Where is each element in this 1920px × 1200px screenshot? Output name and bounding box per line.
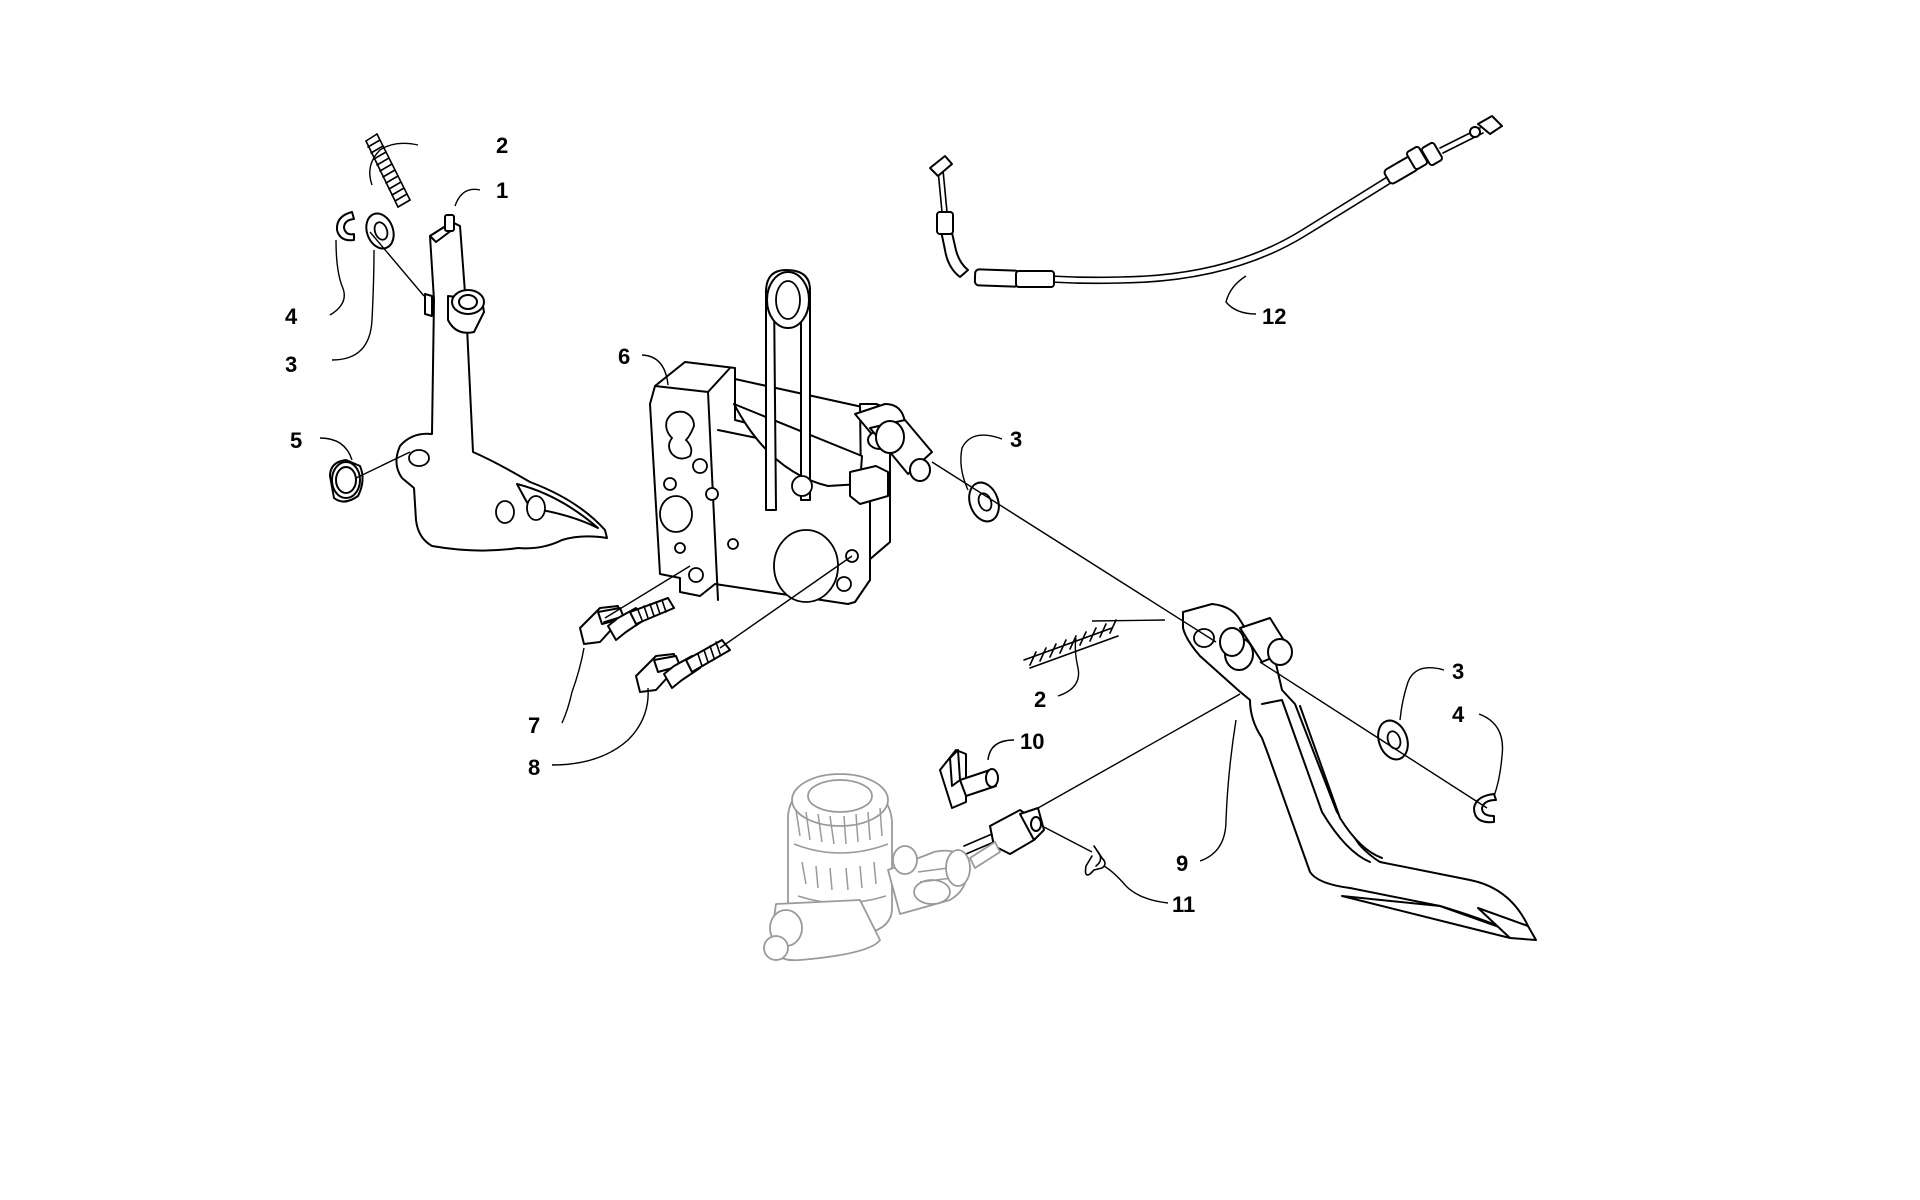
callout-1: 1 [496,178,508,203]
part-12-cable [929,115,1503,288]
assembly-lines [355,231,1488,853]
part-2-spring-upper [365,133,411,208]
callout-4-upper: 4 [285,304,298,329]
part-8-bolt [635,639,731,693]
callout-10: 10 [1020,729,1044,754]
callout-6: 6 [618,344,630,369]
part-4-e-clip-upper [335,211,355,242]
callout-3-middle: 3 [1010,427,1022,452]
part-9-pedal-arm [1182,603,1537,941]
part-2-spring-lower [1023,619,1119,669]
callout-12: 12 [1262,304,1286,329]
callout-3-lower: 3 [1452,659,1464,684]
part-6-mounting-bracket [649,269,933,605]
callout-2-upper: 2 [496,133,508,158]
master-cylinder-reference [763,773,1001,962]
callout-9: 9 [1176,851,1188,876]
callout-4-lower: 4 [1452,702,1465,727]
part-3-washer-upper [365,212,395,250]
callout-11: 11 [1172,892,1195,917]
callout-leaders [319,142,1504,904]
callout-labels: 2 1 4 3 5 6 3 12 3 4 2 9 10 11 7 8 [285,133,1465,917]
part-11-cotter-pin [1084,845,1106,876]
callout-3-upper: 3 [285,352,297,377]
part-4-e-clip-lower [1473,793,1497,824]
callout-5: 5 [290,428,302,453]
callout-8: 8 [528,755,540,780]
part-3-washer-lower [1377,719,1409,761]
callout-2-lower: 2 [1034,687,1046,712]
callout-7: 7 [528,713,540,738]
part-5-bushing [329,459,364,503]
part-1-pedal-arm [395,214,608,552]
part-10-clevis-pin [939,749,999,809]
clevis-yoke [963,807,1045,855]
